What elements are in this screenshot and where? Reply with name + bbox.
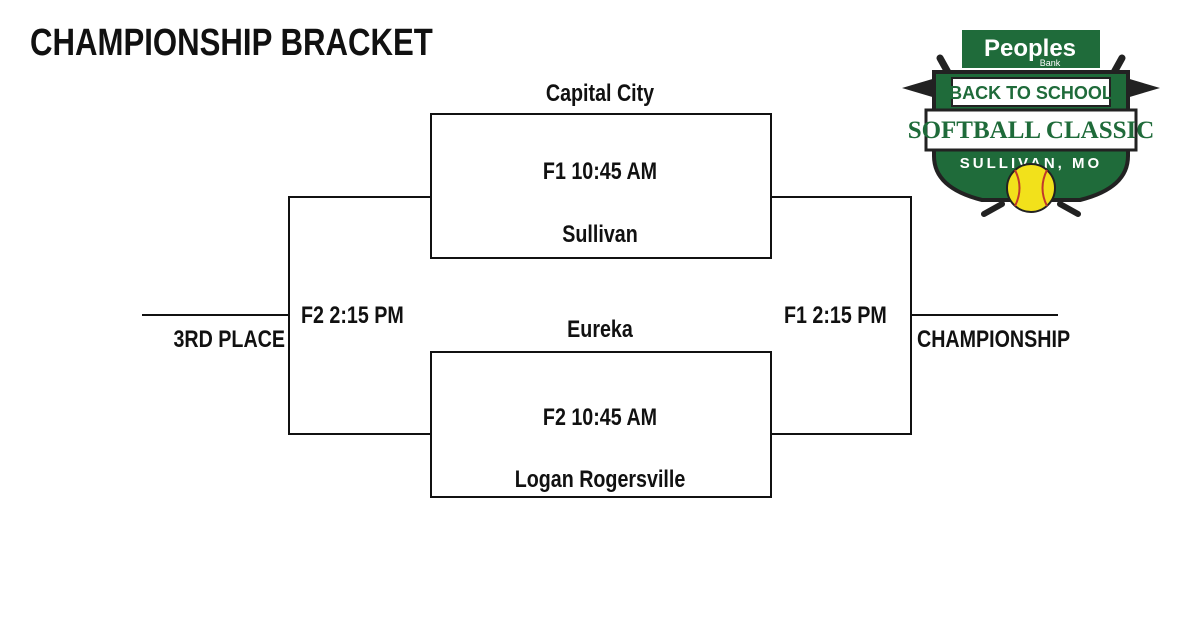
svg-text:Peoples: Peoples — [984, 35, 1076, 62]
softball-icon — [1006, 163, 1056, 213]
third-place-label: 3RD PLACE — [173, 326, 285, 353]
page-title: CHAMPIONSHIP BRACKET — [30, 22, 433, 64]
bottom-game-box — [430, 351, 772, 498]
third-place-line — [142, 314, 290, 316]
tournament-logo: Peoples Bank BACK TO SCHOOL SOFTBALL CLA… — [900, 28, 1162, 218]
championship-label: CHAMPIONSHIP — [917, 326, 1071, 353]
bottom-game-team-top: Eureka — [567, 316, 633, 343]
championship-connector-bottom — [770, 433, 912, 435]
svg-text:SOFTBALL CLASSIC: SOFTBALL CLASSIC — [908, 117, 1155, 144]
bottom-game-team-bottom: Logan Rogersville — [514, 466, 686, 493]
third-place-connector-bottom — [288, 433, 432, 435]
third-place-game-time: F2 2:15 PM — [301, 302, 404, 329]
championship-line — [910, 314, 1058, 316]
third-place-connector-top — [288, 196, 432, 198]
top-game-team-bottom: Sullivan — [562, 221, 638, 248]
top-game-team-top: Capital City — [545, 80, 655, 107]
championship-game-time: F1 2:15 PM — [784, 302, 887, 329]
top-game-time: F1 10:45 AM — [542, 158, 658, 185]
championship-connector-top — [770, 196, 912, 198]
top-game-box — [430, 113, 772, 259]
bottom-game-time: F2 10:45 AM — [542, 404, 658, 431]
svg-text:Bank: Bank — [1040, 58, 1061, 68]
svg-text:BACK TO SCHOOL: BACK TO SCHOOL — [949, 83, 1113, 103]
